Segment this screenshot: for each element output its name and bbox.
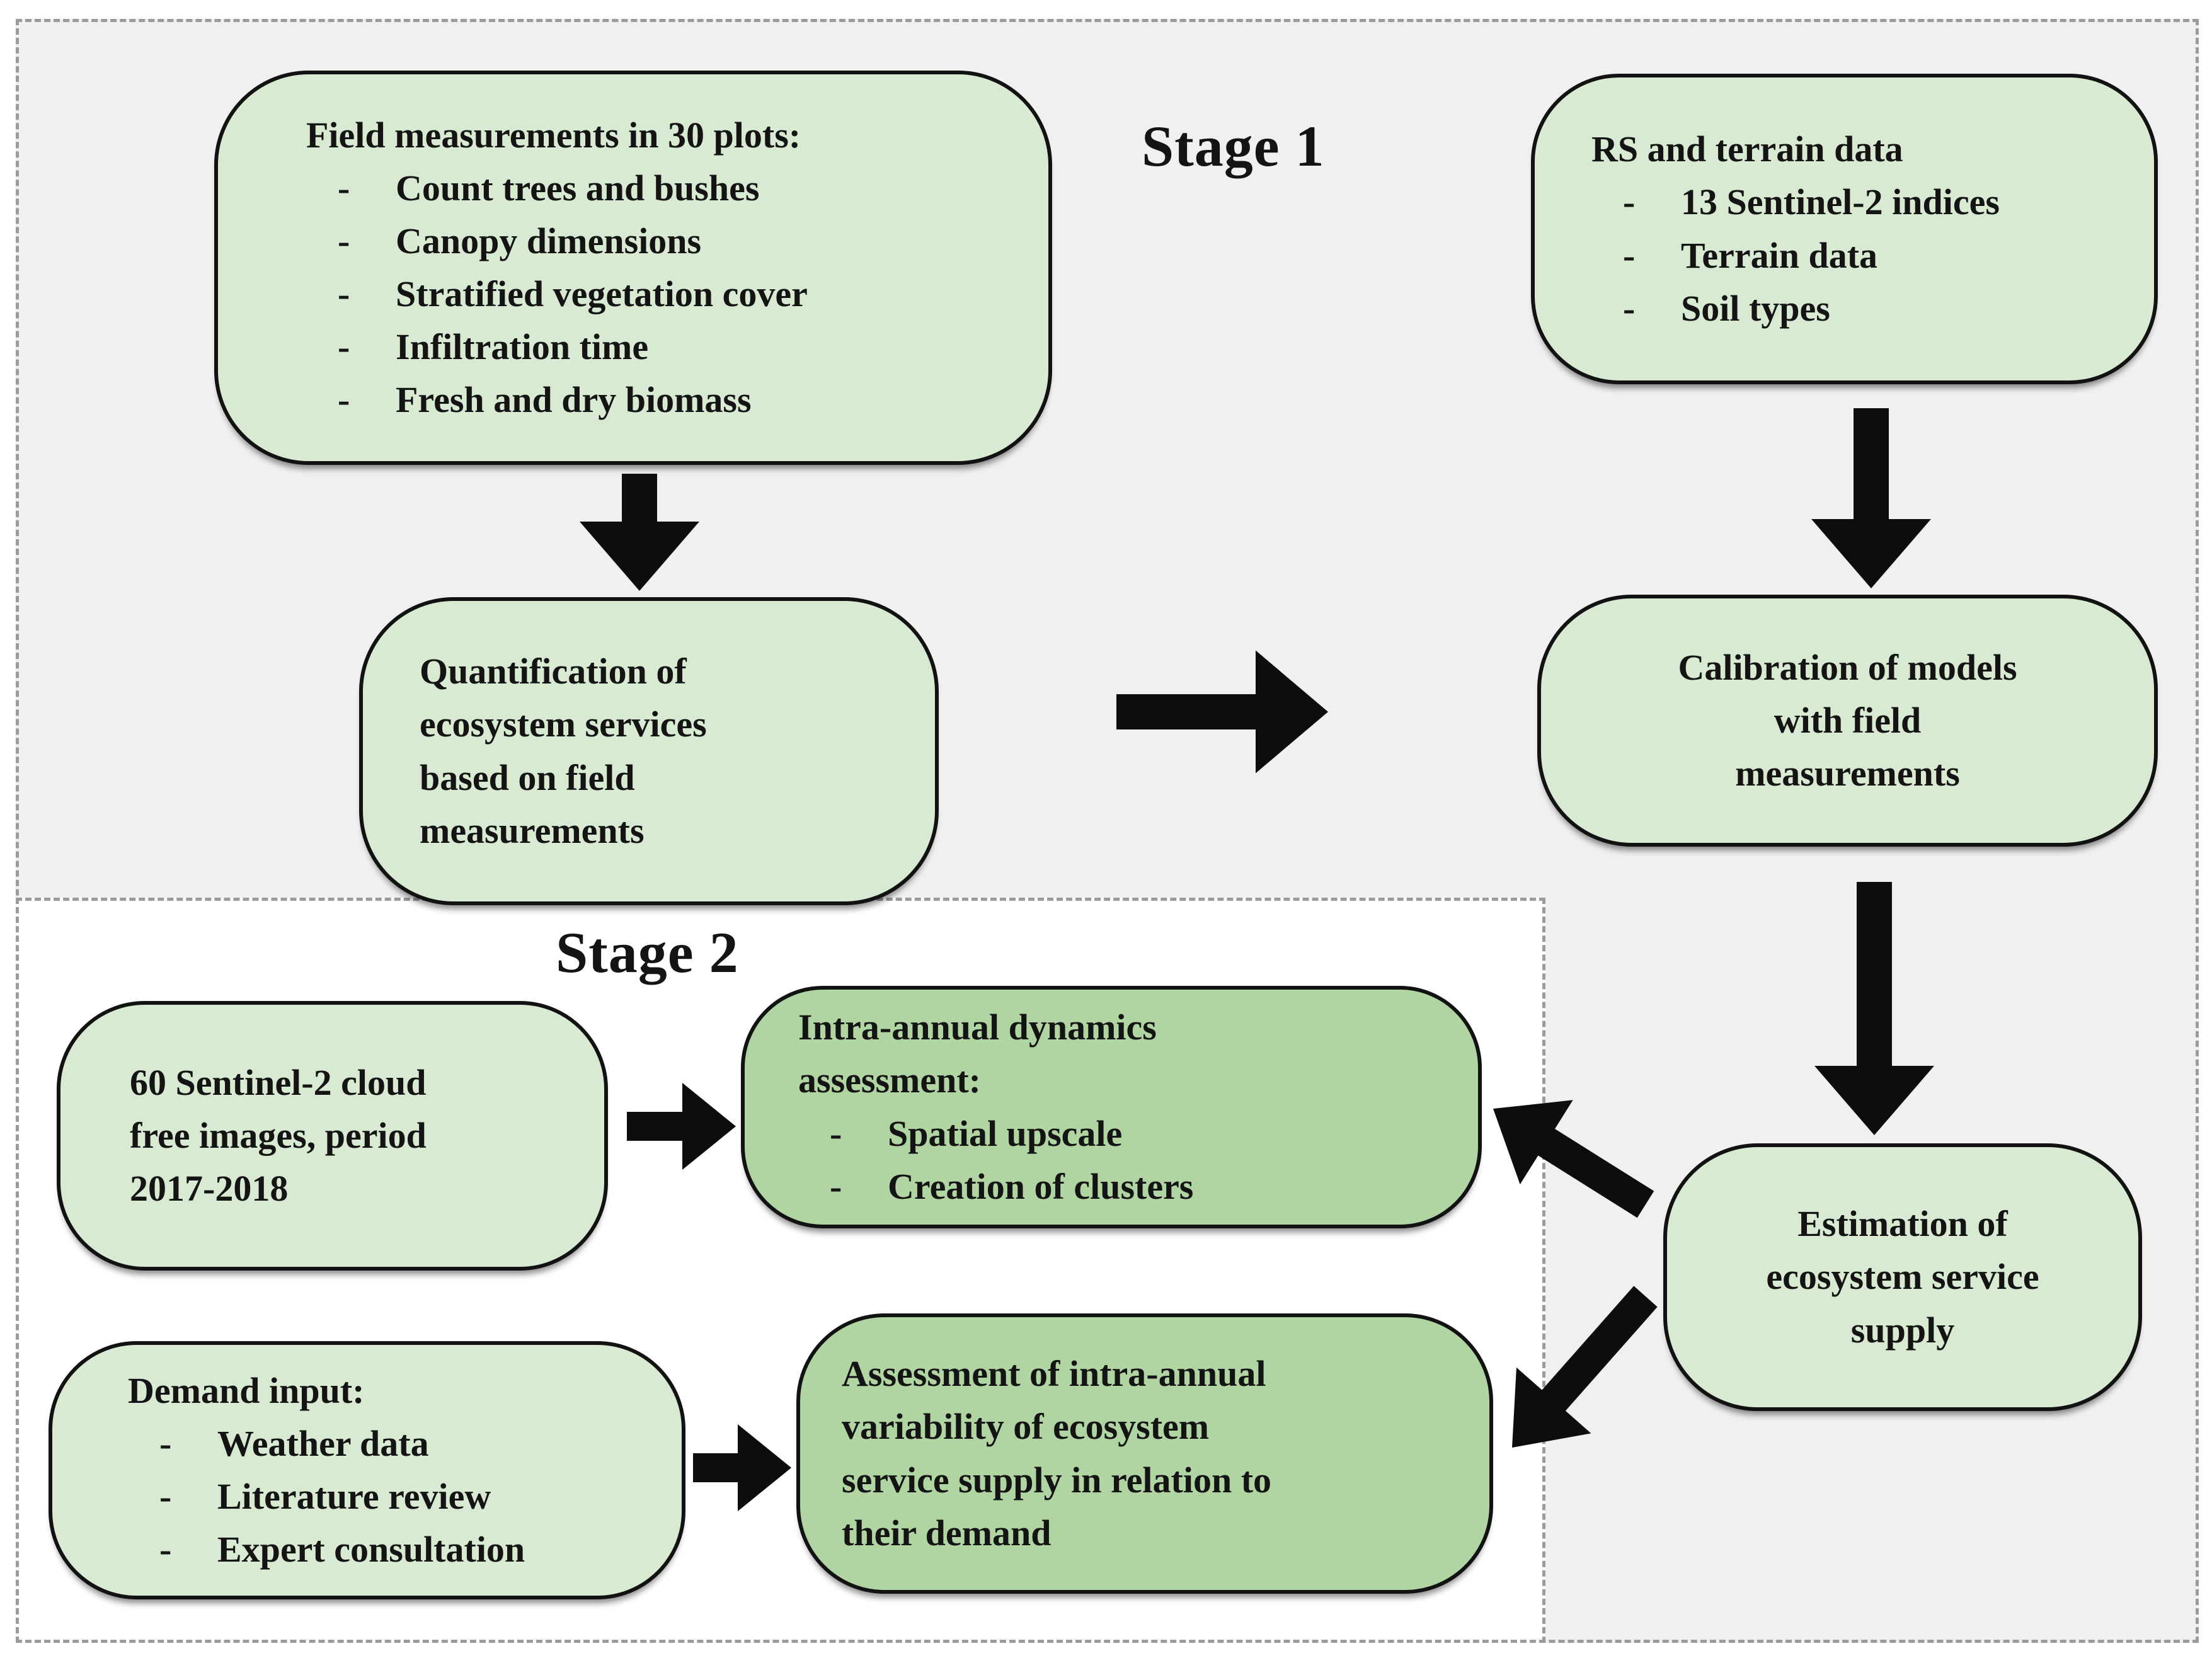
- node-rs-bullets: - 13 Sentinel-2 indices - Terrain data - Soil…: [1591, 176, 2135, 334]
- bullet-item: - Infiltration time: [306, 321, 1017, 374]
- bullet-item: - Literature review: [128, 1470, 663, 1523]
- bullet-text: Weather data: [217, 1422, 429, 1464]
- bullet-dash: -: [1623, 181, 1636, 223]
- bullet-dash: -: [338, 220, 350, 261]
- node-sentinel-text: 60 Sentinel-2 cloud free images, period …: [130, 1061, 427, 1209]
- node-calibration-text: Calibration of models with field measure…: [1678, 646, 2017, 794]
- bullet-text: Stratified vegetation cover: [396, 273, 808, 314]
- node-estimation-supply: Estimation of ecosystem service supply: [1663, 1143, 2142, 1411]
- node-demand-input: Demand input: - Weather data - Literature r…: [49, 1341, 685, 1599]
- bullet-dash: -: [159, 1529, 172, 1570]
- bullet-dash: -: [159, 1476, 172, 1517]
- bullet-text: Canopy dimensions: [396, 220, 702, 261]
- bullet-text: Creation of clusters: [888, 1165, 1194, 1207]
- bullet-text: 13 Sentinel-2 indices: [1681, 181, 2000, 223]
- node-demand-title: Demand input:: [128, 1369, 365, 1411]
- bullet-item: - Soil types: [1591, 282, 2135, 335]
- bullet-item: - Terrain data: [1591, 229, 2135, 282]
- bullet-text: Terrain data: [1681, 234, 1878, 276]
- bullet-text: Literature review: [217, 1476, 491, 1517]
- bullet-item: - Creation of clusters: [798, 1160, 1459, 1213]
- bullet-text: Infiltration time: [396, 326, 649, 368]
- node-calibration: Calibration of models with field measure…: [1537, 595, 2158, 847]
- bullet-item: - Expert consultation: [128, 1523, 663, 1576]
- node-field-title: Field measurements in 30 plots:: [306, 114, 801, 156]
- bullet-dash: -: [338, 273, 350, 314]
- bullet-item: - 13 Sentinel-2 indices: [1591, 176, 2135, 229]
- bullet-dash: -: [338, 326, 350, 368]
- node-quantification-text: Quantification of ecosystem services bas…: [420, 651, 707, 851]
- node-demand-bullets: - Weather data - Literature review - Expert c…: [128, 1417, 663, 1576]
- bullet-dash: -: [1623, 234, 1636, 276]
- node-assessment-text: Assessment of intra-annual variability o…: [842, 1353, 1272, 1553]
- bullet-text: Expert consultation: [217, 1529, 525, 1570]
- node-intra-bullets: - Spatial upscale - Creation of clusters: [798, 1107, 1459, 1213]
- node-field-bullets: - Count trees and bushes - Canopy dimension…: [306, 162, 1017, 426]
- bullet-text: Fresh and dry biomass: [396, 379, 752, 421]
- bullet-dash: -: [830, 1165, 842, 1207]
- bullet-item: - Weather data: [128, 1417, 663, 1470]
- bullet-item: - Count trees and bushes: [306, 162, 1017, 215]
- node-quantification: Quantification of ecosystem services bas…: [359, 597, 939, 905]
- node-rs-terrain-data: RS and terrain data - 13 Sentinel-2 indic…: [1531, 74, 2158, 384]
- node-field-measurements: Field measurements in 30 plots: - Count t…: [214, 71, 1052, 465]
- node-intra-title: Intra-annual dynamics assessment:: [798, 1007, 1157, 1101]
- bullet-dash: -: [1623, 287, 1636, 329]
- bullet-item: - Canopy dimensions: [306, 215, 1017, 268]
- bullet-dash: -: [338, 379, 350, 421]
- bullet-text: Spatial upscale: [888, 1112, 1123, 1154]
- stage1-label: Stage 1: [1142, 114, 1325, 178]
- node-sentinel-images: 60 Sentinel-2 cloud free images, period …: [57, 1001, 608, 1271]
- bullet-dash: -: [338, 167, 350, 209]
- bullet-item: - Fresh and dry biomass: [306, 374, 1017, 426]
- node-estimation-text: Estimation of ecosystem service supply: [1766, 1203, 2039, 1351]
- bullet-item: - Stratified vegetation cover: [306, 268, 1017, 321]
- node-intra-annual-dynamics: Intra-annual dynamics assessment: - Spati…: [741, 986, 1482, 1228]
- node-rs-title: RS and terrain data: [1591, 129, 1903, 170]
- bullet-dash: -: [830, 1112, 842, 1154]
- stage2-label: Stage 2: [556, 920, 739, 985]
- bullet-item: - Spatial upscale: [798, 1107, 1459, 1160]
- bullet-dash: -: [159, 1422, 172, 1464]
- node-assessment-variability: Assessment of intra-annual variability o…: [796, 1313, 1493, 1594]
- bullet-text: Soil types: [1681, 287, 1830, 329]
- bullet-text: Count trees and bushes: [396, 167, 760, 209]
